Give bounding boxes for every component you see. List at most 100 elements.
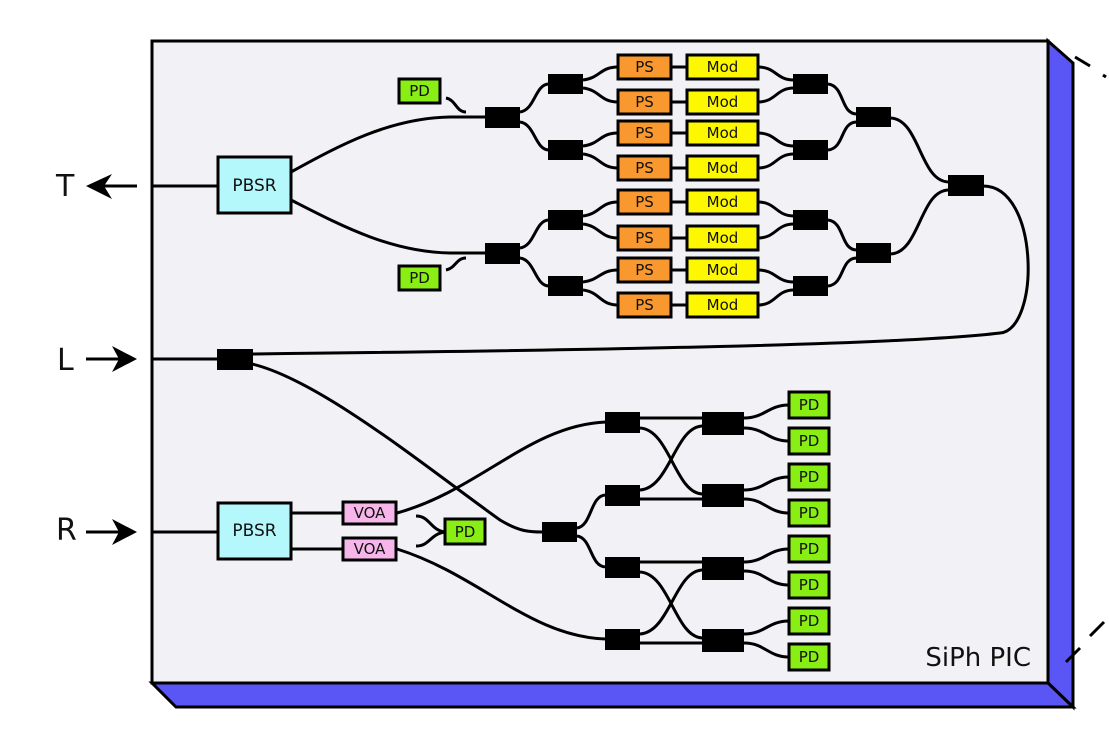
rx-photodiode: PD	[787, 498, 831, 528]
waveguides	[152, 65, 1030, 659]
tx-monitor-pd-bottom: PD	[397, 264, 442, 292]
combiner	[948, 175, 984, 196]
rx-photodiode: PD	[787, 606, 831, 636]
photodiode-label: PD	[799, 468, 820, 486]
modulator	[685, 256, 760, 284]
rx-photodiode: PD	[787, 642, 831, 672]
phase-shifter	[616, 88, 673, 116]
phase-shifter	[616, 188, 673, 216]
phase-shifter-label: PS	[635, 58, 654, 76]
combiner	[793, 276, 828, 296]
chip-side-edge	[1046, 37, 1075, 711]
rx-photodiode: PD	[787, 462, 831, 492]
splitter	[548, 74, 583, 94]
hybrid-coupler	[702, 484, 744, 507]
rx-photodiodes: PD PD PD PD PD PD PD PD	[787, 390, 831, 672]
modulator-label: Mod	[707, 93, 739, 111]
photodiode	[787, 642, 831, 672]
perspective-dash	[1088, 620, 1106, 638]
splitter	[485, 107, 520, 128]
photodiode	[787, 498, 831, 528]
hybrid-input-splitter	[605, 412, 640, 433]
rx-monitor-pd-label: PD	[455, 523, 476, 541]
rx-photodiode: PD	[787, 570, 831, 600]
splitter	[485, 243, 520, 264]
modulator-label: Mod	[707, 229, 739, 247]
phase-shifter	[616, 256, 673, 284]
phase-shifter-label: PS	[635, 124, 654, 142]
phase-shifter-label: PS	[635, 193, 654, 211]
phase-shifter	[616, 154, 673, 182]
combiner	[856, 107, 891, 127]
tx-row: PS Mod	[616, 88, 760, 116]
modulator-label: Mod	[707, 193, 739, 211]
tx-pbsr: PBSR	[216, 155, 293, 215]
photodiode	[787, 426, 831, 456]
chip-label: SiPh PIC	[925, 643, 1031, 673]
combiner	[793, 74, 828, 94]
hybrid-input-splitter	[605, 629, 640, 650]
lo-splitter	[217, 349, 253, 370]
rx-voa-bottom: VOA	[341, 536, 398, 562]
photodiode-label: PD	[799, 504, 820, 522]
port-t: T	[55, 169, 137, 204]
chip-bottom-edge	[148, 681, 1077, 709]
combiner	[793, 140, 828, 160]
photodiode	[787, 570, 831, 600]
photodiode-label: PD	[799, 576, 820, 594]
phase-shifter-label: PS	[635, 93, 654, 111]
photodiode-label: PD	[799, 648, 820, 666]
modulator	[685, 291, 760, 319]
perspective-dash	[1102, 73, 1107, 79]
arrowhead-right-icon	[112, 346, 137, 372]
rx-pbsr: PBSR	[216, 501, 293, 561]
modulator	[685, 88, 760, 116]
perspective-dash	[1064, 646, 1082, 664]
port-l: L	[57, 343, 137, 378]
hybrid-input-splitter	[605, 485, 640, 506]
lo-split-receiver	[542, 522, 577, 542]
phase-shifter	[616, 224, 673, 252]
chip-face	[150, 39, 1050, 685]
modulator-label: Mod	[707, 58, 739, 76]
tx-row: PS Mod	[616, 224, 760, 252]
rx-hybrid-splitters	[542, 412, 744, 652]
tx-row: PS Mod	[616, 53, 760, 81]
modulator-label: Mod	[707, 124, 739, 142]
rx-photodiode: PD	[787, 534, 831, 564]
port-t-label: T	[55, 169, 75, 204]
modulator	[685, 224, 760, 252]
phase-shifter	[616, 53, 673, 81]
splitter	[548, 210, 583, 230]
port-l-label: L	[57, 343, 74, 378]
tx-splitters	[217, 74, 984, 370]
photodiode-label: PD	[799, 432, 820, 450]
modulator	[685, 188, 760, 216]
hybrid-input-splitter	[605, 557, 640, 578]
phase-shifter-label: PS	[635, 229, 654, 247]
arrowhead-left-icon	[86, 174, 112, 199]
phase-shifter	[616, 291, 673, 319]
rx-pbsr-label: PBSR	[232, 521, 276, 541]
tx-row: PS Mod	[616, 188, 760, 216]
photodiode-label: PD	[799, 612, 820, 630]
rx-photodiode: PD	[787, 390, 831, 420]
photodiode	[787, 606, 831, 636]
rx-photodiode: PD	[787, 426, 831, 456]
hybrid-coupler	[702, 629, 744, 652]
photodiode-label: PD	[799, 396, 820, 414]
modulator	[685, 53, 760, 81]
phase-shifter-label: PS	[635, 261, 654, 279]
splitter	[548, 276, 583, 296]
tx-monitor-pd-label: PD	[409, 82, 430, 100]
tx-pbsr-label: PBSR	[232, 176, 276, 196]
phase-shifter	[616, 119, 673, 147]
tx-row: PS Mod	[616, 119, 760, 147]
rx-voa-label: VOA	[354, 504, 387, 522]
rx-monitor-pd: PD	[443, 517, 487, 546]
